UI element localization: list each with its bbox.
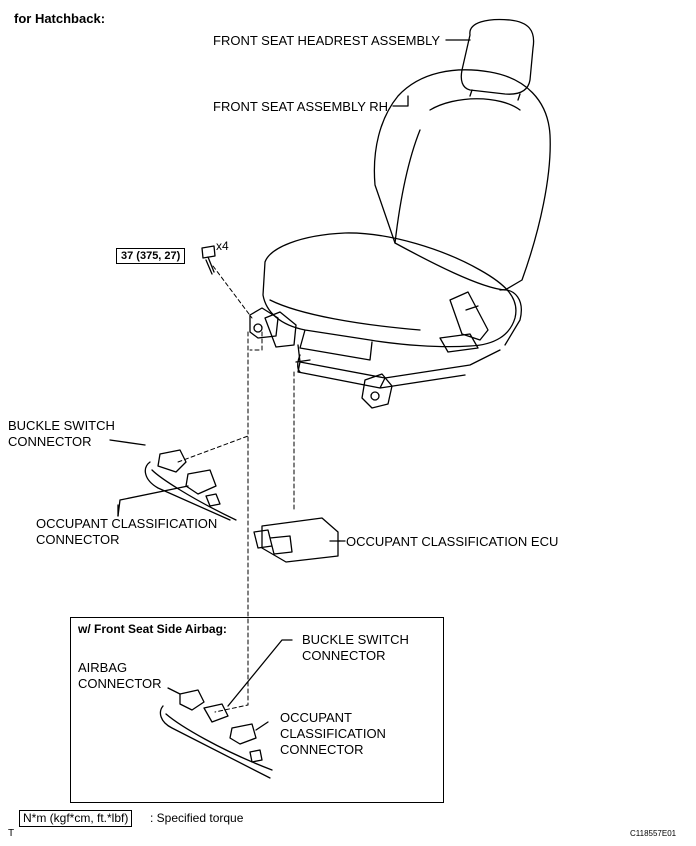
inset-buckle-label-1: BUCKLE SWITCH [302, 632, 409, 647]
seat-assembly-label: FRONT SEAT ASSEMBLY RH [213, 99, 389, 114]
occ-class-label-1: OCCUPANT CLASSIFICATION [36, 516, 218, 531]
buckle-switch-label-2: CONNECTOR [8, 434, 92, 449]
small-connector-main [205, 493, 221, 507]
torque-value: 37 (375, 27) [121, 250, 181, 262]
buckle-connector-inset [203, 703, 229, 723]
airbag-connector [179, 689, 205, 711]
headrest-shape [460, 18, 535, 95]
inset-airbag-label-1: AIRBAG [78, 660, 128, 675]
legend-unit-box: N*m (kgf*cm, ft.*lbf) [19, 810, 133, 827]
bolt-shape [201, 245, 216, 275]
inset-title: w/ Front Seat Side Airbag: [78, 622, 227, 636]
inset-buckle-label-2: CONNECTOR [302, 648, 386, 663]
buckle-switch-label-1: BUCKLE SWITCH [8, 418, 115, 433]
ecu-shape [261, 517, 339, 563]
inset-occ-label-1: OCCUPANT [280, 710, 352, 725]
rear-bracket [361, 373, 393, 409]
buckle-connector-main [157, 449, 187, 473]
main-harness [144, 461, 231, 521]
seat-rail [264, 311, 297, 348]
legend-text: : Specified torque [150, 811, 244, 825]
small-connector-inset [249, 749, 263, 763]
legend-unit: N*m (kgf*cm, ft.*lbf) [23, 811, 129, 825]
figure-code: C118557E01 [630, 829, 677, 838]
front-bracket [249, 307, 279, 339]
occ-class-label-2: CONNECTOR [36, 532, 120, 547]
inset-occ-label-2: CLASSIFICATION [280, 726, 386, 741]
corner-mark: T [8, 828, 15, 839]
inset-airbag-label-2: CONNECTOR [78, 676, 162, 691]
occ-connector-main [185, 469, 217, 495]
inset-harness [159, 705, 271, 779]
ecu-label: OCCUPANT CLASSIFICATION ECU [346, 534, 559, 549]
buckle-stalk [439, 291, 489, 353]
occ-connector-inset [229, 723, 257, 745]
bolt-count: x4 [216, 239, 229, 253]
inset-occ-label-3: CONNECTOR [280, 742, 364, 757]
heading: for Hatchback: [14, 11, 106, 26]
seat-back-shape [373, 69, 551, 291]
torque-box: 37 (375, 27) [116, 248, 186, 264]
side-airbag-inset [70, 617, 444, 803]
seat-cushion-shape [262, 232, 517, 348]
headrest-label: FRONT SEAT HEADREST ASSEMBLY [213, 33, 441, 48]
